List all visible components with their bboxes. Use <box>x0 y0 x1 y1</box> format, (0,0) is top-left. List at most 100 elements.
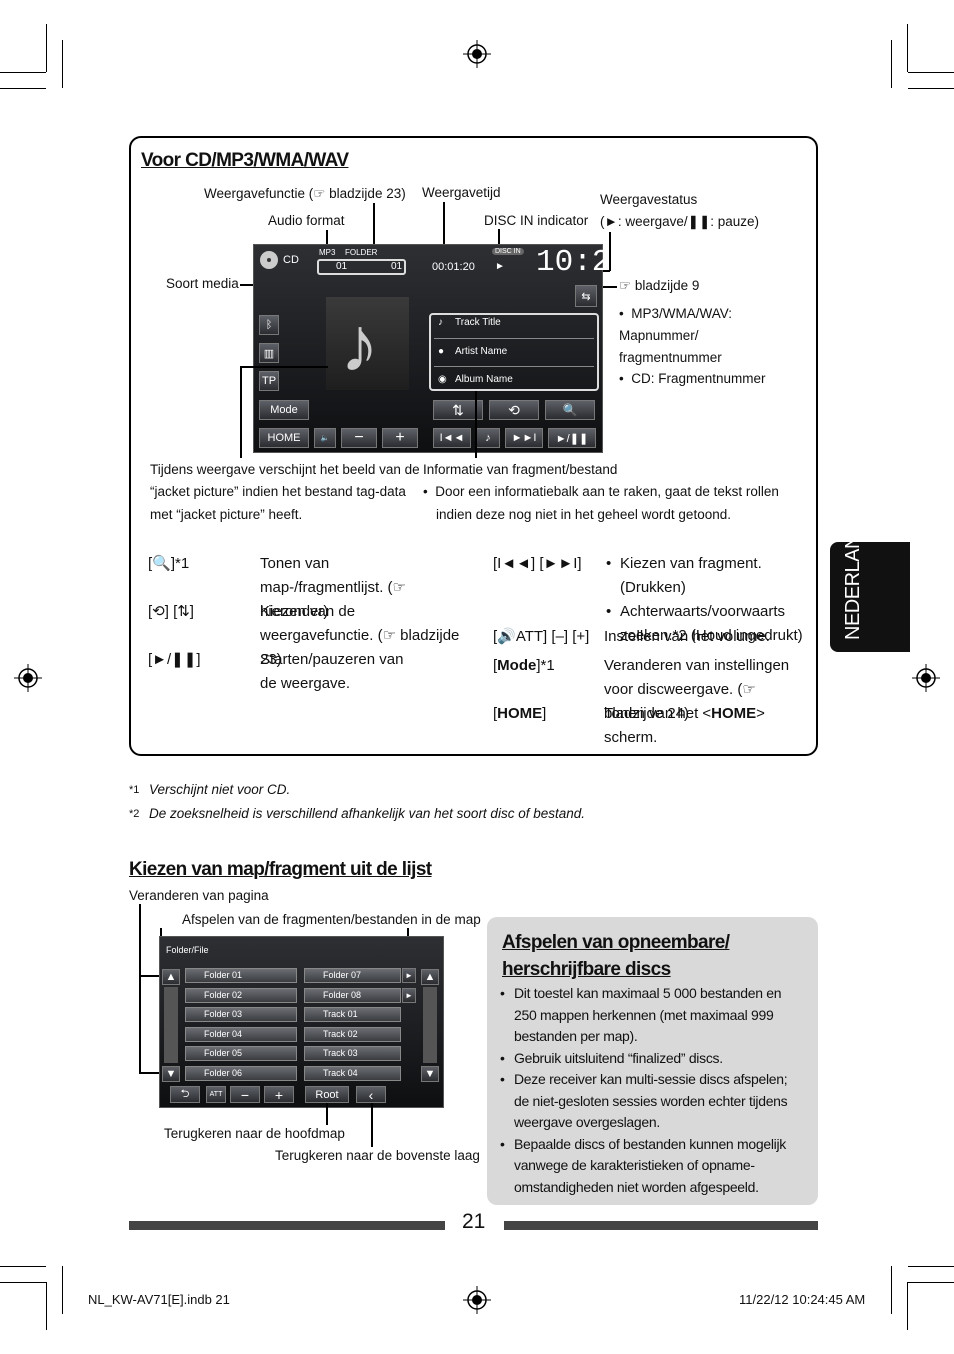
equalizer-icon[interactable]: ▥ <box>259 343 279 363</box>
home-button[interactable]: HOME <box>259 428 309 448</box>
list-item[interactable]: Folder 05 <box>185 1046 297 1061</box>
scroll-down-button[interactable]: ▼ <box>421 1066 439 1082</box>
note-button[interactable]: ♪ <box>476 428 500 448</box>
label-cd-note: • CD: Fragmentnummer <box>619 371 766 386</box>
play-folder-button[interactable]: ► <box>402 968 416 983</box>
list-item[interactable]: Track 02 <box>304 1027 401 1042</box>
album-icon: ◉ <box>438 374 447 385</box>
label-weergavestatus: Weergavestatus <box>600 192 698 207</box>
folder-number: 01 <box>336 261 348 272</box>
search-button[interactable]: 🔍 <box>545 400 595 420</box>
info-bullet: • Door een informatiebalk aan te raken, … <box>423 484 779 499</box>
jacket-picture <box>326 297 409 390</box>
crop-mark <box>908 88 954 89</box>
list-item[interactable]: Folder 04 <box>185 1027 297 1042</box>
language-tab: NEDERLANDS <box>830 508 910 652</box>
volume-down-button[interactable]: − <box>230 1086 260 1103</box>
bluetooth-icon[interactable]: ᛒ <box>259 315 279 335</box>
disc-icon <box>260 251 278 269</box>
track-title-icon: ♪ <box>438 317 443 328</box>
up-level-button[interactable]: ‹ <box>356 1086 386 1103</box>
page-down-button[interactable]: ▼ <box>162 1066 180 1082</box>
info-bullet-cont: indien deze nog niet in het geheel wordt… <box>436 507 731 522</box>
mode-button[interactable]: Mode <box>259 400 309 420</box>
crop-mark <box>0 1282 46 1283</box>
artist-icon: ● <box>438 346 445 357</box>
registration-mark-icon <box>912 664 940 692</box>
crop-mark <box>908 1266 954 1267</box>
page-number: 21 <box>462 1210 486 1233</box>
func-desc-search: Tonen van map-/fragmentlijst. (☞ hierond… <box>260 555 406 620</box>
play-status-icon: ► <box>495 261 505 272</box>
crop-mark <box>0 1266 46 1267</box>
list-item[interactable]: Folder 01 <box>185 968 297 983</box>
album-name: Album Name <box>455 374 513 385</box>
label-audio-format: Audio format <box>268 213 345 228</box>
language-tab-label: NEDERLANDS <box>842 508 864 640</box>
att-button[interactable]: 🔈 <box>314 428 336 448</box>
registration-mark-icon <box>463 1286 491 1314</box>
back-button[interactable]: ⮌ <box>170 1086 200 1103</box>
play-mode-text: FOLDER <box>345 248 378 257</box>
music-note-icon: ♪ <box>340 300 379 388</box>
crop-mark <box>46 1282 47 1330</box>
func-desc-play: Starten/pauzeren van de weergave. <box>260 651 404 692</box>
clock: 10:28 <box>536 245 630 280</box>
func-key-repeat: [⟲] [⇅] <box>148 603 194 620</box>
disc-in-indicator: DISC IN <box>492 248 524 255</box>
play-folder-button[interactable]: ► <box>402 988 416 1003</box>
func-desc-repeat: Kiezen van de weergavefunctie. (☞ bladzi… <box>260 603 460 668</box>
list-item[interactable]: Folder 02 <box>185 988 297 1003</box>
jacket-note-2: “jacket picture” indien het bestand tag-… <box>150 484 406 499</box>
elapsed-time: 00:01:20 <box>432 261 475 273</box>
func-desc-volume: Instellen van het volume. <box>604 628 770 645</box>
play-pause-button[interactable]: ►/❚❚ <box>548 428 596 448</box>
info-bar[interactable] <box>429 313 599 391</box>
folder-list-screen <box>159 936 444 1108</box>
scroll-toggle-button[interactable]: ⇆ <box>575 285 597 307</box>
crop-mark <box>46 24 47 72</box>
label-disc-in: DISC IN indicator <box>484 213 589 228</box>
previous-track-button[interactable]: I◄◄ <box>433 428 471 448</box>
label-page: Veranderen van pagina <box>129 888 269 903</box>
root-button[interactable]: Root <box>305 1086 349 1103</box>
next-track-button[interactable]: ►►I <box>505 428 543 448</box>
func-key-search: [🔍]*1 <box>148 555 190 572</box>
jacket-note-1: Tijdens weergave verschijnt het beeld va… <box>150 462 420 477</box>
scroll-up-button[interactable]: ▲ <box>421 969 439 985</box>
list-item[interactable]: Track 04 <box>304 1066 401 1081</box>
artist-name: Artist Name <box>455 346 508 357</box>
crop-mark <box>62 1266 63 1314</box>
footnote-mark-2: *2 <box>129 808 140 820</box>
random-repeat-button[interactable]: ⇅ <box>433 400 483 420</box>
label-soort-media: Soort media <box>166 276 239 291</box>
func-desc-track: Kiezen van fragment. (Drukken)Achterwaar… <box>604 552 804 648</box>
crop-mark <box>0 72 46 73</box>
gray-box-list: Dit toestel kan maximaal 5 000 bestanden… <box>498 983 798 1198</box>
tp-button[interactable]: TP <box>259 371 279 391</box>
list-item[interactable]: Folder 06 <box>185 1066 297 1081</box>
volume-up-button[interactable]: + <box>382 428 418 448</box>
list-item[interactable]: Folder 08 <box>304 988 401 1003</box>
list-item: Bepaalde discs of bestanden kunnen mogel… <box>498 1134 798 1199</box>
page-up-button[interactable]: ▲ <box>162 969 180 985</box>
crop-mark <box>62 40 63 88</box>
crop-mark <box>907 1282 908 1330</box>
footer-file: NL_KW-AV71[E].indb 21 <box>88 1292 230 1307</box>
volume-up-button[interactable]: + <box>264 1086 294 1103</box>
list-item[interactable]: Folder 07 <box>304 968 401 983</box>
repeat-button[interactable]: ⟲ <box>489 400 539 420</box>
volume-down-button[interactable]: − <box>341 428 377 448</box>
list-item: Dit toestel kan maximaal 5 000 bestanden… <box>498 983 798 1048</box>
label-top-level: Terugkeren naar de bovenste laag <box>275 1148 480 1163</box>
panel-heading: Voor CD/MP3/WMA/WAV <box>141 150 349 171</box>
registration-mark-icon <box>463 40 491 68</box>
media-type: CD <box>283 254 299 266</box>
label-weergavetijd: Weergavetijd <box>422 185 501 200</box>
list-item[interactable]: Track 03 <box>304 1046 401 1061</box>
footer-timestamp: 11/22/12 10:24:45 AM <box>739 1292 866 1307</box>
list-item[interactable]: Track 01 <box>304 1007 401 1022</box>
att-button[interactable]: ATT <box>206 1086 226 1103</box>
footnote-2: De zoeksnelheid is verschillend afhankel… <box>149 806 585 821</box>
list-item[interactable]: Folder 03 <box>185 1007 297 1022</box>
